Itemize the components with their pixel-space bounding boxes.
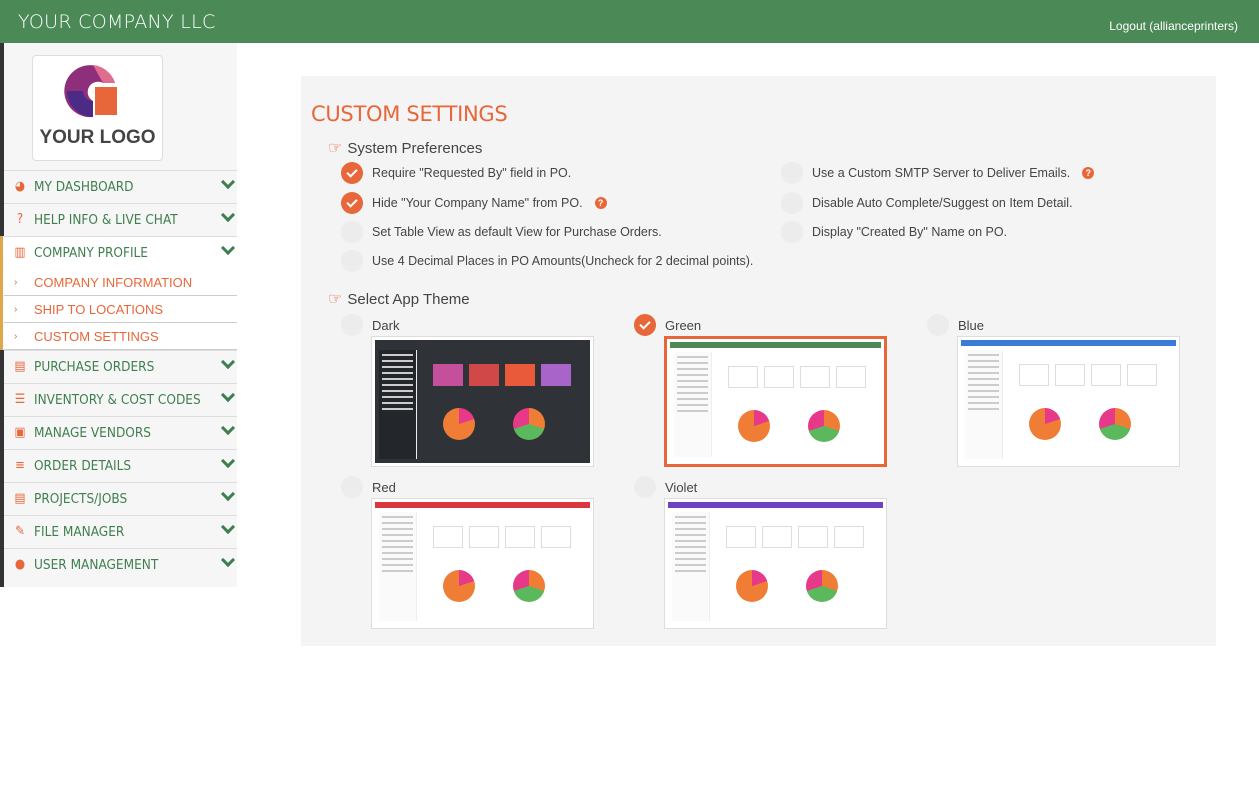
- chevron-right-icon: ›: [14, 330, 18, 342]
- question-icon: ?: [16, 212, 24, 227]
- company-profile-group: ▥COMPANY PROFILE›COMPANY INFORMATION›SHI…: [0, 236, 237, 350]
- custom-settings-panel: CUSTOM SETTINGS ☞System Preferences Requ…: [301, 76, 1216, 646]
- subitem-ship-to-locations[interactable]: ›SHIP TO LOCATIONS: [4, 296, 237, 323]
- hand-pointer-icon: ☞: [328, 291, 343, 308]
- chevron-right-icon: ›: [14, 303, 18, 315]
- chevron-down-icon[interactable]: [220, 240, 236, 256]
- chevron-down-icon[interactable]: [220, 486, 236, 502]
- logo-g-icon: [64, 65, 117, 118]
- radio[interactable]: [341, 476, 363, 498]
- checkbox[interactable]: [341, 162, 363, 184]
- logo-text: YOUR LOGO: [39, 127, 156, 148]
- theme-preview[interactable]: [664, 498, 887, 629]
- checkbox[interactable]: [341, 192, 363, 214]
- theme-preview[interactable]: [371, 336, 594, 467]
- company-name: YOUR COMPANY LLC: [18, 11, 216, 33]
- theme-option-dark[interactable]: Dark: [341, 314, 601, 474]
- sidebar: YOUR LOGO ◕MY DASHBOARD?HELP INFO & LIVE…: [0, 43, 237, 587]
- preference-option[interactable]: Use a Custom SMTP Server to Deliver Emai…: [781, 162, 1095, 184]
- preference-option[interactable]: Use 4 Decimal Places in PO Amounts(Unche…: [341, 250, 753, 272]
- preference-option[interactable]: Hide "Your Company Name" from PO.?: [341, 192, 607, 214]
- theme-preview[interactable]: [371, 498, 594, 629]
- contact-icon: ▣: [14, 425, 26, 440]
- chevron-down-icon[interactable]: [220, 519, 236, 535]
- theme-preview[interactable]: [957, 336, 1180, 467]
- hand-pointer-icon: ☞: [328, 140, 343, 157]
- logout-link[interactable]: Logout (allianceprinters): [1109, 19, 1238, 33]
- sidebar-item-file-manager[interactable]: ✎FILE MANAGER: [4, 515, 237, 548]
- checkbox[interactable]: [341, 250, 363, 272]
- sidebar-item-purchase-orders[interactable]: ▤PURCHASE ORDERS: [4, 350, 237, 383]
- theme-option-violet[interactable]: Violet: [634, 476, 894, 636]
- users-icon: ●: [14, 557, 26, 572]
- table-icon: ▤: [14, 491, 26, 506]
- help-icon[interactable]: ?: [1082, 167, 1095, 179]
- radio[interactable]: [634, 476, 656, 498]
- paperclip-icon: ✎: [15, 524, 25, 539]
- chevron-right-icon: ›: [14, 276, 18, 288]
- chevron-down-icon[interactable]: [220, 207, 236, 223]
- sidebar-item-order-details[interactable]: ≡ORDER DETAILS: [4, 449, 237, 482]
- preference-option[interactable]: Set Table View as default View for Purch…: [341, 221, 662, 243]
- document-icon: ▤: [14, 359, 26, 374]
- theme-option-red[interactable]: Red: [341, 476, 601, 636]
- checkbox[interactable]: [781, 162, 803, 184]
- select-theme-heading: ☞Select App Theme: [328, 290, 470, 309]
- sidebar-item-my-dashboard[interactable]: ◕MY DASHBOARD: [4, 170, 237, 203]
- top-bar: YOUR COMPANY LLC Logout (allianceprinter…: [0, 0, 1259, 43]
- subitem-company-information[interactable]: ›COMPANY INFORMATION: [4, 269, 237, 296]
- chevron-down-icon[interactable]: [220, 387, 236, 403]
- chevron-down-icon[interactable]: [220, 552, 236, 568]
- preference-option[interactable]: Require "Requested By" field in PO.: [341, 162, 571, 184]
- chevron-down-icon[interactable]: [220, 354, 236, 370]
- theme-option-green[interactable]: Green: [634, 314, 894, 474]
- chevron-down-icon[interactable]: [220, 174, 236, 190]
- sidebar-item-projects-jobs[interactable]: ▤PROJECTS/JOBS: [4, 482, 237, 515]
- subitem-custom-settings[interactable]: ›CUSTOM SETTINGS: [4, 323, 237, 350]
- company-logo: YOUR LOGO: [32, 55, 163, 161]
- sidebar-item-help-info-live-chat[interactable]: ?HELP INFO & LIVE CHAT: [4, 203, 237, 236]
- list-icon: ☰: [14, 392, 26, 407]
- help-icon[interactable]: ?: [594, 197, 607, 209]
- sidebar-item-company-profile[interactable]: ▥COMPANY PROFILE: [4, 236, 237, 269]
- radio[interactable]: [341, 314, 363, 336]
- preference-option[interactable]: Disable Auto Complete/Suggest on Item De…: [781, 192, 1073, 214]
- preference-option[interactable]: Display "Created By" Name on PO.: [781, 221, 1007, 243]
- theme-preview[interactable]: [664, 336, 887, 467]
- sidebar-item-manage-vendors[interactable]: ▣MANAGE VENDORS: [4, 416, 237, 449]
- building-icon: ▥: [14, 245, 26, 260]
- checkbox[interactable]: [781, 192, 803, 214]
- system-preferences-heading: ☞System Preferences: [328, 139, 483, 158]
- sidebar-item-user-management[interactable]: ●USER MANAGEMENT: [4, 548, 237, 581]
- page-title: CUSTOM SETTINGS: [311, 102, 508, 126]
- sidebar-item-inventory-cost-codes[interactable]: ☰INVENTORY & COST CODES: [4, 383, 237, 416]
- rows-icon: ≡: [15, 458, 25, 473]
- chevron-down-icon[interactable]: [220, 453, 236, 469]
- radio[interactable]: [927, 314, 949, 336]
- checkbox[interactable]: [781, 221, 803, 243]
- dashboard-icon: ◕: [14, 179, 26, 194]
- checkbox[interactable]: [341, 221, 363, 243]
- chevron-down-icon[interactable]: [220, 420, 236, 436]
- theme-option-blue[interactable]: Blue: [927, 314, 1187, 474]
- radio[interactable]: [634, 314, 656, 336]
